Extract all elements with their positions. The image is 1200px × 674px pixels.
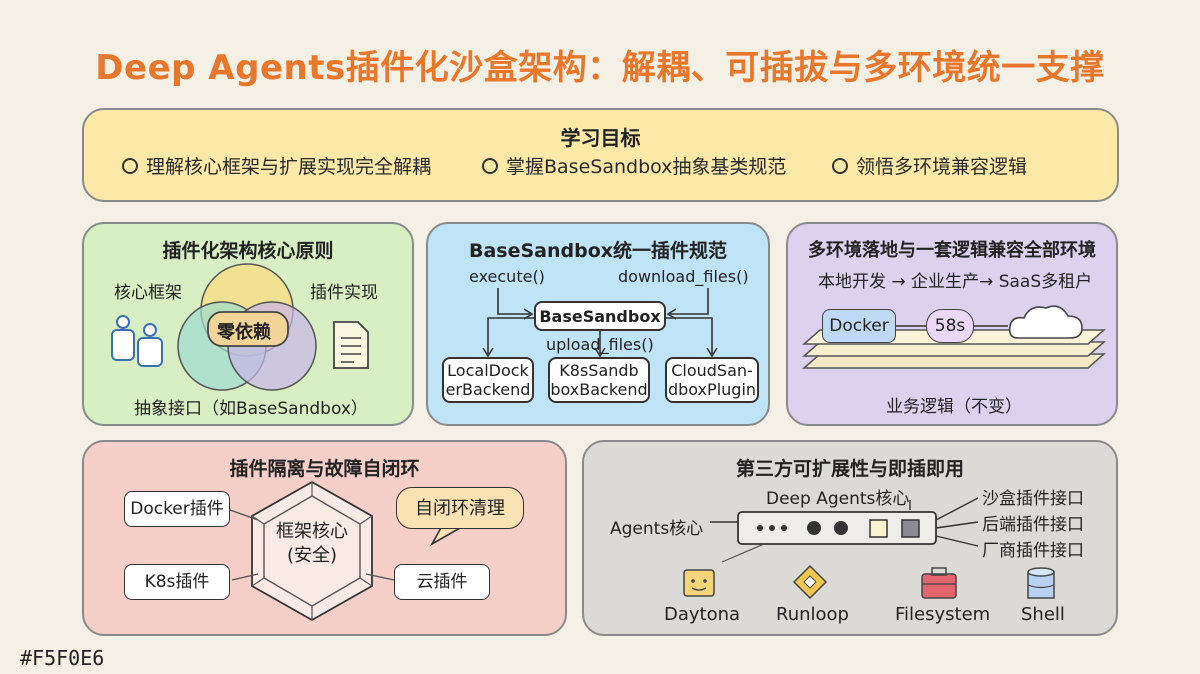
goal-text: 掌握BaseSandbox抽象基类规范	[506, 156, 787, 178]
k8s-plugin-box: K8s插件	[124, 564, 230, 600]
page-title: Deep Agents插件化沙盒架构：解耦、可插拔与多环境统一支撑	[95, 48, 1105, 88]
framework-core-line1: 框架核心	[276, 521, 348, 542]
goal-item-1: 理解核心框架与扩展实现完全解耦	[122, 152, 431, 179]
core-framework-label: 核心框架	[114, 283, 182, 303]
circle-bullet-icon	[482, 157, 498, 174]
cloud-icon	[1008, 305, 1083, 339]
plugin-bus	[683, 497, 1055, 600]
base-sandbox-box: BaseSandbox	[534, 301, 666, 331]
framework-core-label: 框架核心 (安全)	[262, 520, 362, 568]
goal-text: 领悟多环境兼容逻辑	[856, 156, 1028, 178]
plugin-impl-label: 插件实现	[310, 283, 378, 303]
spec-arrows	[482, 288, 718, 358]
env-flow-label: 本地开发 → 企业生产→ SaaS多租户	[818, 272, 1093, 292]
speech-bubble-tail	[429, 525, 461, 547]
self-cleanup-bubble: 自闭环清理	[396, 487, 524, 529]
vendor-interface-label: 厂商插件接口	[982, 541, 1084, 561]
toolbox-icon	[921, 567, 957, 599]
backend-line: K8sSandb	[559, 361, 639, 380]
provider-shell: Shell	[1021, 604, 1065, 625]
document-icon	[333, 321, 369, 369]
zero-dependency-box	[207, 311, 289, 347]
diamond-icon	[792, 564, 828, 600]
deep-agents-core-label: Deep Agents核心	[766, 489, 910, 509]
cloud-plugin-box: 云插件	[394, 564, 490, 600]
database-icon	[1027, 567, 1055, 599]
circle-bullet-icon	[832, 157, 848, 174]
backend-line: dboxPlugin	[667, 380, 757, 399]
abstract-interface-label: 抽象接口（如BaseSandbox）	[134, 399, 368, 419]
docker-plugin-box: Docker插件	[124, 491, 230, 527]
backend-box-cloud: CloudSan-dboxPlugin	[665, 357, 759, 403]
backend-line: boxBackend	[550, 380, 648, 399]
goal-item-2: 掌握BaseSandbox抽象基类规范	[482, 152, 786, 179]
backend-interface-label: 后端插件接口	[982, 515, 1084, 535]
background-color-code: #F5F0E6	[20, 646, 105, 670]
backend-line: LocalDock	[447, 361, 529, 380]
zero-dependency-label: 零依赖	[217, 322, 271, 343]
k8s-box: 58s	[926, 309, 974, 343]
isolation-title: 插件隔离与故障自闭环	[229, 458, 420, 480]
method-execute: execute()	[469, 267, 545, 286]
business-logic-label: 业务逻辑（不变）	[886, 397, 1022, 417]
docker-box: Docker	[822, 309, 896, 343]
socket-icon	[807, 521, 821, 535]
backend-line: erBackend	[445, 380, 531, 399]
provider-runloop: Runloop	[776, 604, 849, 625]
venn-diagram	[111, 263, 369, 391]
circle-bullet-icon	[122, 157, 138, 174]
provider-daytona: Daytona	[664, 604, 741, 625]
goal-item-3: 领悟多环境兼容逻辑	[832, 152, 1027, 179]
principles-title: 插件化架构核心原则	[162, 240, 334, 262]
sandbox-interface-label: 沙盒插件接口	[982, 489, 1084, 509]
method-upload: upload_files()	[546, 335, 654, 354]
framework-core-line2: (安全)	[286, 545, 338, 566]
face-box-icon	[683, 569, 715, 597]
socket-icon	[834, 521, 848, 535]
backend-line: CloudSan-	[671, 361, 753, 380]
extensibility-title: 第三方可扩展性与即插即用	[735, 458, 964, 480]
spec-title: BaseSandbox统一插件规范	[468, 240, 728, 262]
isolation-hexagon	[229, 480, 461, 622]
goals-panel: 学习目标	[82, 108, 1119, 202]
agents-core-label: Agents核心	[610, 519, 704, 539]
goal-text: 理解核心框架与扩展实现完全解耦	[146, 156, 432, 178]
slot-icon	[869, 519, 888, 538]
slot-icon	[901, 519, 920, 538]
provider-filesystem: Filesystem	[895, 604, 991, 625]
multienv-title: 多环境落地与一套逻辑兼容全部环境	[808, 240, 1096, 261]
goals-title: 学习目标	[560, 126, 641, 150]
users-icon	[111, 315, 163, 367]
method-download: download_files()	[618, 267, 749, 286]
